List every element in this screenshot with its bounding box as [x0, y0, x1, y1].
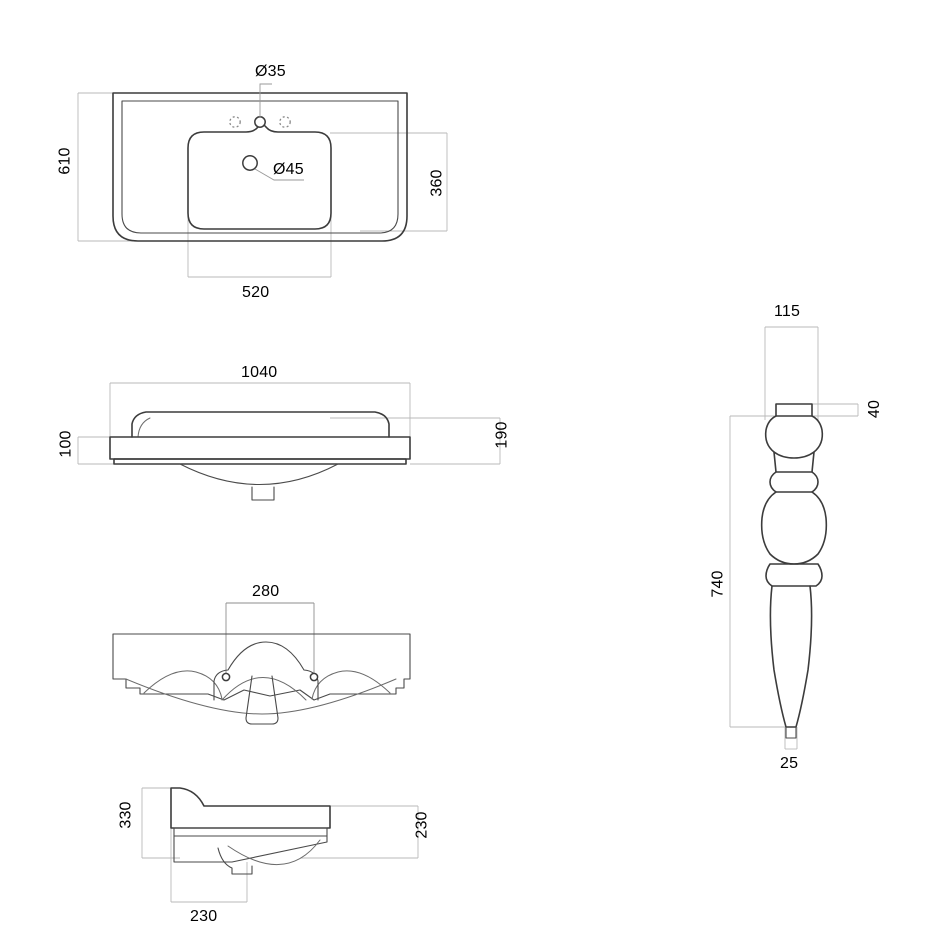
- leg-ring-lower: [765, 563, 823, 587]
- view-plan: [77, 83, 448, 278]
- side-bowl-curve: [227, 839, 321, 866]
- dim-label-100: 100: [57, 430, 75, 458]
- bottom-dimension-lines: [225, 602, 315, 677]
- dim-label-25: 25: [780, 755, 799, 772]
- leg-upper-bulb: [764, 415, 824, 459]
- basin-outer-rim: [112, 92, 408, 242]
- bracket-hole-left: [221, 672, 231, 682]
- side-drain-spigot: [217, 847, 253, 875]
- underside-outer-body: [112, 633, 411, 701]
- underside-central-hump: [213, 641, 319, 701]
- dim-label-230-bottom: 230: [190, 908, 218, 925]
- tap-hole-centre: [254, 116, 266, 128]
- leg-top-collar: [775, 403, 813, 417]
- underside-sweep-curve: [125, 678, 397, 715]
- front-dimension-lines: [77, 382, 501, 465]
- side-deck-band: [173, 827, 328, 837]
- dim-label-1040: 1040: [241, 364, 278, 381]
- underside-left-arc: [143, 670, 223, 700]
- dim-label-520: 520: [242, 284, 270, 301]
- dim-label-280: 280: [252, 583, 280, 600]
- dim-label-115: 115: [774, 303, 801, 320]
- dim-label-dia45: Ø45: [273, 161, 304, 178]
- side-outer-profile: [170, 787, 331, 829]
- dim-label-230-right: 230: [413, 811, 431, 839]
- front-slab-body: [109, 436, 411, 460]
- basin-rim-inner-offset: [121, 100, 399, 234]
- leg-foot-tip: [785, 726, 797, 739]
- leader-dia45: [254, 168, 304, 181]
- front-slab-lip: [113, 458, 407, 465]
- leg-neck-upper: [773, 451, 815, 473]
- dim-label-330: 330: [117, 801, 135, 829]
- underside-bowl-inner: [221, 677, 307, 701]
- leader-dia35: [259, 83, 272, 117]
- view-underside: [112, 602, 411, 725]
- leg-tapered-shaft: [769, 585, 813, 728]
- side-dimension-lines: [141, 787, 419, 903]
- front-bowl-underside: [179, 463, 339, 486]
- dim-label-740: 740: [709, 570, 727, 598]
- dim-label-40: 40: [866, 399, 884, 419]
- leg-dimension-lines: [729, 326, 859, 750]
- underside-right-arc: [311, 670, 391, 700]
- view-side-section: [141, 787, 419, 903]
- dim-label-dia35: Ø35: [255, 63, 286, 80]
- side-underside-apron: [173, 835, 328, 863]
- view-leg-detail: [729, 326, 859, 750]
- dim-label-610: 610: [56, 147, 74, 175]
- tap-hole-right-optional: [279, 116, 291, 128]
- leg-main-bulb: [760, 491, 828, 565]
- front-backsplash-inner-curve: [137, 417, 151, 438]
- bracket-hole-right: [309, 672, 319, 682]
- tap-hole-left-optional: [229, 116, 241, 128]
- dim-label-190: 190: [493, 421, 511, 449]
- basin-bowl-opening: [187, 123, 332, 230]
- view-front-elevation: [77, 382, 501, 501]
- dim-label-360: 360: [428, 169, 446, 197]
- underside-drain-boss: [245, 675, 279, 725]
- front-drain-spigot: [251, 486, 275, 501]
- waste-hole: [242, 155, 258, 171]
- front-backsplash-profile: [131, 411, 390, 438]
- leg-ring-upper: [769, 471, 819, 493]
